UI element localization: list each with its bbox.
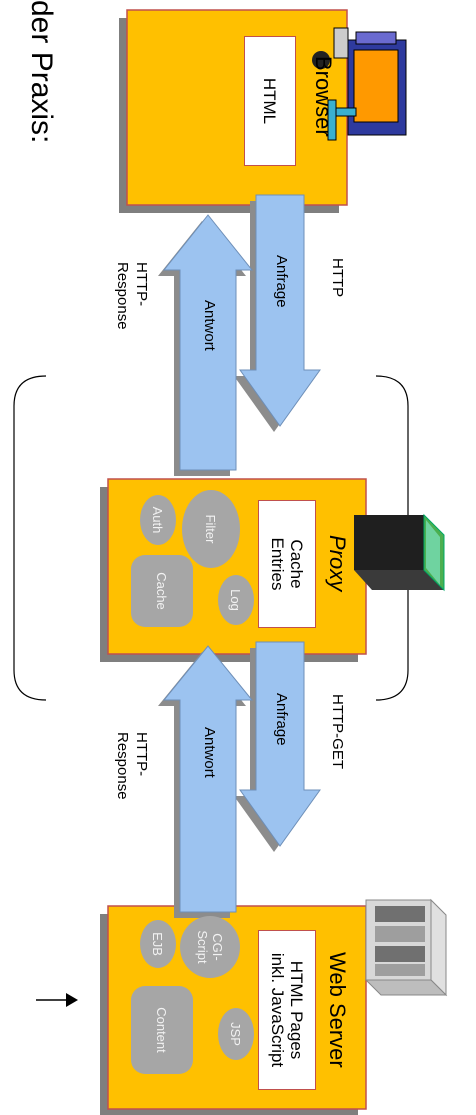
- request2-protocol-label: HTTP-GET: [329, 694, 346, 769]
- proxy-inner-line1: Cache: [287, 539, 306, 588]
- webserver-inner-box: HTML Pages inkl. JavaScript: [258, 930, 316, 1090]
- response2-protocol-line2: Response: [114, 732, 131, 800]
- browser-title: Browser: [310, 56, 336, 137]
- response2-protocol-line1: HTTP-: [133, 732, 150, 776]
- response1-protocol-line2: Response: [114, 262, 131, 330]
- proxy-cache-pill: Cache: [131, 555, 193, 627]
- proxy-inner-box: Cache Entries: [258, 500, 316, 628]
- request1-protocol-label: HTTP: [329, 258, 346, 297]
- webserver-inner-line2: inkl. JavaScript: [268, 953, 287, 1067]
- proxy-log-pill: Log: [218, 575, 254, 625]
- proxy-inner-line2: Entries: [268, 538, 287, 591]
- response1-protocol-line1: HTTP-: [133, 262, 150, 306]
- response1-label: Antwort: [201, 300, 218, 351]
- proxy-server-icon: [354, 515, 444, 590]
- webserver-cgi-pill: CGI- Script: [180, 916, 240, 978]
- proxy-filter-pill: Filter: [182, 490, 240, 568]
- response2-label: Antwort: [201, 727, 218, 778]
- proxy-title: Proxy: [324, 535, 350, 591]
- webserver-title: Web Server: [324, 952, 350, 1068]
- webserver-cgi-line1: CGI-: [210, 933, 225, 960]
- proxy-boundary-bottom: [14, 376, 46, 700]
- request2-label: Anfrage: [273, 693, 290, 746]
- browser-inner-label: HTML: [261, 78, 280, 124]
- webserver-inner-line1: HTML Pages: [287, 961, 306, 1060]
- webserver-cgi-line2: Script: [195, 930, 210, 963]
- browser-inner-box: HTML: [244, 36, 296, 166]
- request1-label: Anfrage: [273, 255, 290, 308]
- server-rack-icon: [366, 900, 446, 995]
- proxy-auth-pill: Auth: [140, 495, 176, 545]
- webserver-content-pill: Content: [131, 986, 193, 1074]
- webserver-ejb-pill: EJB: [140, 920, 176, 968]
- webserver-jsp-pill: JSP: [218, 1008, 254, 1060]
